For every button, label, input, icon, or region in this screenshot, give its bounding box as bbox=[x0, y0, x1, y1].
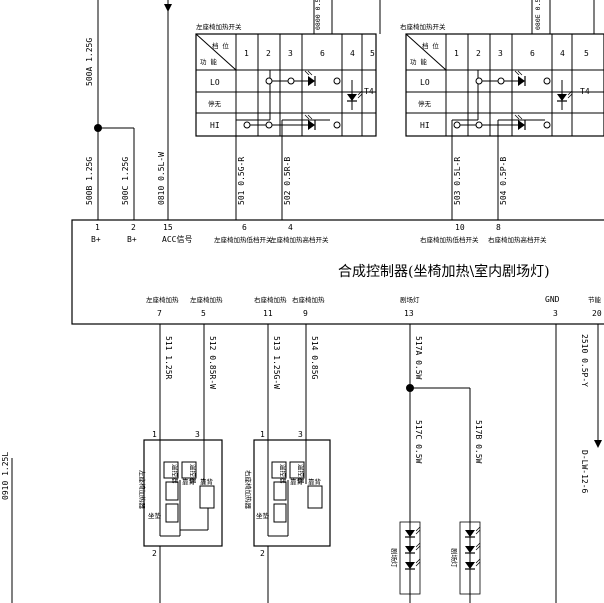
heater-right-label-e: 靠背 bbox=[308, 477, 322, 486]
wire-501: 501 0.5G-R bbox=[237, 157, 246, 205]
wire-080E: 080E 0.5L-W bbox=[534, 0, 542, 30]
junction-dot bbox=[94, 124, 102, 132]
switch-right-row-lo: LO bbox=[420, 78, 430, 87]
switch-right-col-2: 2 bbox=[476, 49, 481, 58]
wire-0800: 0800 0.5L-W bbox=[314, 0, 322, 30]
wire-500A: 500A 1.25G bbox=[85, 38, 94, 86]
wire-514: 514 0.85G bbox=[310, 336, 319, 380]
wire-517A: 517A 0.5W bbox=[414, 336, 423, 380]
switch-right-header-fn: 功 能 bbox=[410, 57, 427, 66]
pin-bot-11-label: 右座椅加热 bbox=[254, 295, 287, 304]
switch-left-col-6: 6 bbox=[320, 49, 325, 58]
switch-left-col-1: 1 bbox=[244, 49, 249, 58]
pin-top-8: 8 bbox=[496, 223, 501, 232]
switch-right-title: 右座椅加热开关 bbox=[400, 22, 446, 31]
controller-title: 合成控制器(坐椅加热\室内剧场灯) bbox=[338, 263, 550, 280]
wire-0910: 0910 1.25L bbox=[1, 452, 10, 500]
switch-left-header-pos: 档 位 bbox=[212, 41, 229, 50]
pin-bot-3-label: GND bbox=[545, 295, 560, 304]
pin-top-6: 6 bbox=[242, 223, 247, 232]
switch-right-col-4: 4 bbox=[560, 49, 565, 58]
heater-left-pin1: 1 bbox=[152, 430, 157, 439]
pin-bot-7-label: 左座椅加热 bbox=[146, 295, 179, 304]
wire-517C: 517C 0.5W bbox=[414, 420, 423, 464]
heater-left-label-e: 靠背 bbox=[200, 477, 214, 486]
switch-right-col-5: 5 bbox=[584, 49, 589, 58]
switch-right-row-off: 停无 bbox=[418, 99, 432, 108]
pin-bot-11: 11 bbox=[263, 309, 273, 318]
pin-top-2: 2 bbox=[131, 223, 136, 232]
pin-top-4: 4 bbox=[288, 223, 293, 232]
heater-right-label-c: 坐垫 bbox=[256, 511, 270, 520]
wire-500B: 500B 1.25G bbox=[85, 157, 94, 205]
pin-bot-5: 5 bbox=[201, 309, 206, 318]
lamp-right bbox=[459, 521, 481, 595]
heater-right-pin1: 1 bbox=[260, 430, 265, 439]
pin-top-1-label: B+ bbox=[91, 235, 101, 244]
heater-right-pin2: 2 bbox=[260, 549, 265, 558]
wire-513: 513 1.25G-W bbox=[272, 336, 281, 389]
pin-top-6-label: 左座椅加热低档开关 bbox=[214, 235, 273, 244]
wire-0810: 0810 0.5L-W bbox=[157, 152, 166, 205]
switch-right-col-1: 1 bbox=[454, 49, 459, 58]
pin-top-2-label: B+ bbox=[127, 235, 137, 244]
switch-left-col-2: 2 bbox=[266, 49, 271, 58]
pin-top-10: 10 bbox=[455, 223, 465, 232]
pin-bot-13-label: 剧场灯 bbox=[400, 295, 420, 304]
switch-left-header-fn: 功 能 bbox=[200, 57, 217, 66]
pin-top-1: 1 bbox=[95, 223, 100, 232]
switch-right-header-pos: 档 位 bbox=[422, 41, 439, 50]
switch-left-col-5: 5 bbox=[370, 49, 375, 58]
lamp-left-label: 剧场灯 bbox=[390, 548, 399, 568]
heater-right-label-b: 温控器 bbox=[297, 464, 306, 484]
heater-left-label-c: 坐垫 bbox=[148, 511, 162, 520]
wire-517B: 517B 0.5W bbox=[474, 420, 483, 464]
switch-right-col-6: 6 bbox=[530, 49, 535, 58]
heater-left-pin2: 2 bbox=[152, 549, 157, 558]
heater-right-label-a: 温控器 bbox=[279, 464, 288, 484]
wire-500C: 500C 1.25G bbox=[121, 157, 130, 205]
switch-left-col-3: 3 bbox=[288, 49, 293, 58]
switch-right-col-3: 3 bbox=[498, 49, 503, 58]
wire-2510: 2510 0.5P-Y bbox=[580, 334, 589, 387]
pin-bot-3: 3 bbox=[553, 309, 558, 318]
pin-bot-7: 7 bbox=[157, 309, 162, 318]
switch-left-row-lo: LO bbox=[210, 78, 220, 87]
wire-504: 504 0.5P-B bbox=[499, 157, 508, 205]
wire-512: 512 0.85R-W bbox=[208, 336, 217, 389]
heater-left-label-b: 温控器 bbox=[189, 464, 198, 484]
heater-right-label-d: 靠背 bbox=[290, 477, 304, 486]
heater-right-pin3: 3 bbox=[298, 430, 303, 439]
lamp-right-label: 剧场灯 bbox=[450, 548, 459, 568]
heater-right-side: 右座椅加热器 bbox=[244, 470, 253, 510]
pin-top-10-label: 右座椅加热低档开关 bbox=[420, 235, 479, 244]
pin-bot-9: 9 bbox=[303, 309, 308, 318]
switch-left-row-off: 停无 bbox=[208, 99, 222, 108]
pin-top-8-label: 右座椅加热高档开关 bbox=[488, 235, 547, 244]
heater-left-label-d: 靠背 bbox=[182, 477, 196, 486]
pin-bot-20-label: 节能 bbox=[588, 295, 602, 304]
wire-502: 502 0.5R-B bbox=[283, 157, 292, 205]
wire-511: 511 1.25R bbox=[164, 336, 173, 380]
pin-bot-9-label: 右座椅加热 bbox=[292, 295, 325, 304]
switch-left-title: 左座椅加热开关 bbox=[196, 22, 242, 31]
switch-right-t4: T4 bbox=[580, 87, 590, 96]
lamp-left bbox=[399, 521, 421, 595]
pin-top-15-label: ACC信号 bbox=[162, 234, 192, 244]
pin-top-4-label: 左座椅加热高档开关 bbox=[270, 235, 329, 244]
switch-left-col-4: 4 bbox=[350, 49, 355, 58]
pin-bot-5-label: 左座椅加热 bbox=[190, 295, 223, 304]
switch-right-row-hi: HI bbox=[420, 121, 430, 130]
pin-bot-20: 20 bbox=[592, 309, 602, 318]
heater-left-pin3: 3 bbox=[195, 430, 200, 439]
wire-dlw: D-LW-12-6 bbox=[580, 450, 589, 494]
heater-left-label-a: 温控器 bbox=[171, 464, 180, 484]
pin-top-15: 15 bbox=[163, 223, 173, 232]
switch-left-row-hi: HI bbox=[210, 121, 220, 130]
pin-bot-13: 13 bbox=[404, 309, 414, 318]
switch-left-t4: T4 bbox=[364, 87, 374, 96]
heater-left-side: 左座椅加热器 bbox=[138, 470, 147, 510]
wire-503: 503 0.5L-R bbox=[453, 157, 462, 205]
